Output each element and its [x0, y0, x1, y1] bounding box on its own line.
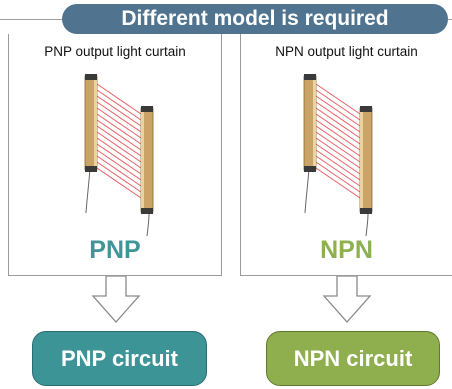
panel-npn: NPN output light curtain NPN [240, 34, 452, 276]
light-curtain-icon [303, 74, 373, 236]
npn-circuit-box: NPN circuit [266, 331, 440, 386]
panel-pnp: PNP output light curtain PNP [8, 34, 222, 276]
type-label-npn: NPN [320, 236, 373, 264]
down-arrow-icon [322, 276, 372, 323]
panel-title-pnp: PNP output light curtain [44, 44, 186, 59]
panel-title-npn: NPN output light curtain [275, 44, 418, 59]
header-title: Different model is required [62, 4, 448, 34]
type-label-pnp: PNP [89, 236, 141, 264]
pnp-circuit-box: PNP circuit [32, 331, 207, 386]
light-curtain-icon [84, 74, 154, 236]
down-arrow-icon [91, 276, 141, 323]
